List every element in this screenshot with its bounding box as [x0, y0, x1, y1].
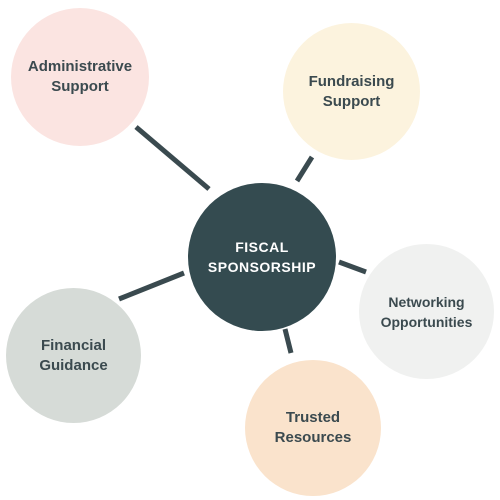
node-label-line2: Guidance [39, 356, 108, 374]
node-label-line1: Administrative [27, 58, 133, 75]
node-label-line2: Support [51, 78, 109, 95]
hub-fiscal-sponsorship: FISCAL SPONSORSHIP [188, 183, 336, 331]
hub-label-line2: SPONSORSHIP [207, 259, 317, 275]
hub-label-line1: FISCAL [235, 239, 289, 255]
node-label-line1: Fundraising [308, 72, 395, 90]
connector-fundraising-support [294, 155, 315, 183]
connector-administrative-support [134, 125, 211, 191]
node-fundraising-support: Fundraising Support [283, 23, 420, 160]
node-label-line1: Networking [388, 293, 465, 310]
node-label-line1: Financial [40, 336, 106, 354]
node-financial-guidance: Financial Guidance [6, 288, 141, 423]
connector-trusted-resources [282, 328, 294, 354]
node-label-line2: Opportunities [380, 313, 473, 330]
connector-financial-guidance [118, 270, 185, 302]
node-label-line2: Support [322, 92, 381, 110]
node-label-line2: Resources [274, 429, 352, 446]
node-administrative-support: Administrative Support [11, 8, 149, 146]
node-networking-opportunities: Networking Opportunities [359, 244, 494, 379]
node-label-line1: Trusted [285, 409, 341, 426]
connector-networking-opportunities [338, 259, 367, 275]
node-trusted-resources: Trusted Resources [245, 360, 381, 496]
